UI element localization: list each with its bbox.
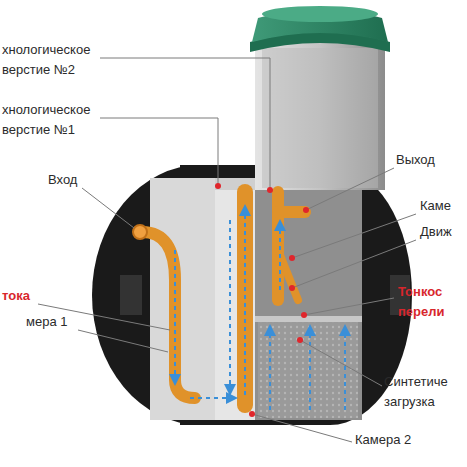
part-label: Вход [48,170,108,190]
part-label: Камера 2 [355,430,455,450]
part-label: тока [2,286,42,306]
leader-lines [38,58,416,442]
part-label: Движ [420,222,465,242]
marker-dots [215,183,309,417]
tank-shell [92,165,412,425]
pipes [133,192,305,405]
part-label: Синтетиче загрузка [384,372,464,412]
part-label: хнологическое верстие №1 [2,100,102,140]
part-label: мера 1 [26,312,86,332]
flow-arrows [175,210,345,410]
cutaway-interior [150,178,362,420]
part-label: Тонкос перели [398,282,462,322]
part-label: Выход [396,150,464,170]
part-label: Каме [420,196,465,216]
neck-and-lid [250,6,390,190]
part-label: хнологическое верстие №2 [2,40,102,80]
